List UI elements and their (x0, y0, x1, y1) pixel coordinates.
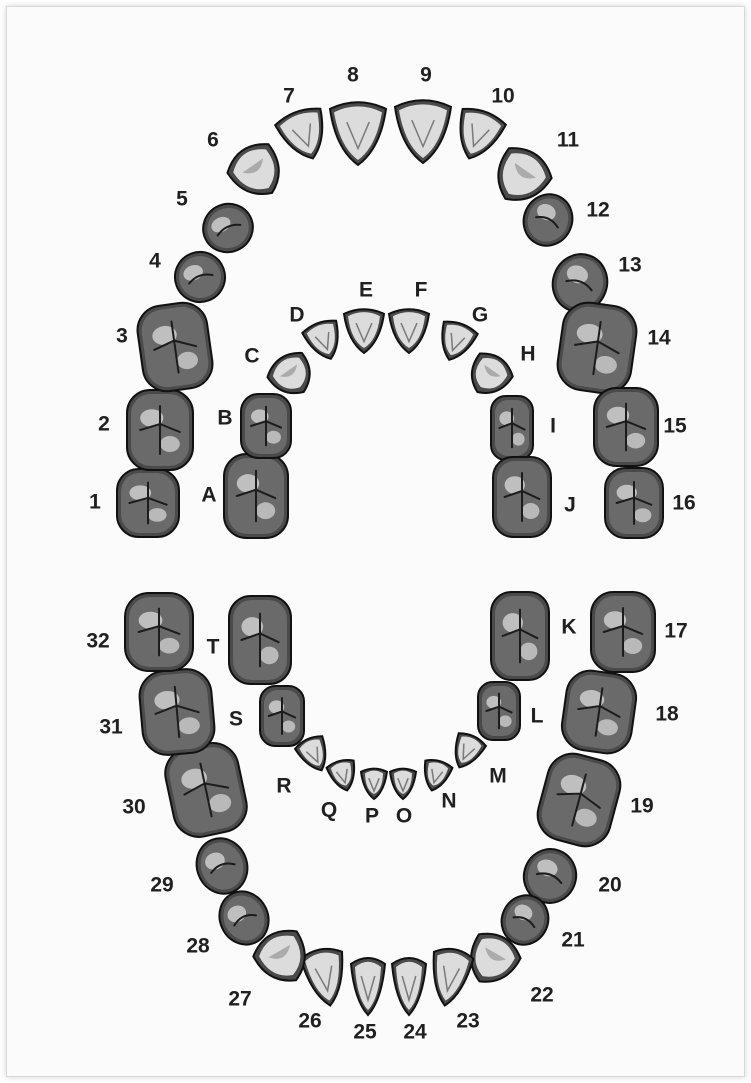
tooth-label-11: 11 (557, 129, 580, 152)
tooth-label-5: 5 (176, 188, 188, 211)
tooth-9 (395, 100, 451, 163)
tooth-o (390, 769, 416, 799)
tooth-label-14: 14 (647, 327, 671, 350)
tooth-label-13: 13 (618, 254, 641, 277)
tooth-label-15: 15 (663, 415, 687, 438)
tooth-f (389, 309, 429, 353)
tooth-label-a: A (201, 484, 216, 507)
tooth-label-c: C (244, 345, 259, 368)
tooth-label-i: I (550, 415, 556, 438)
tooth-label-e: E (359, 279, 373, 302)
tooth-b (241, 394, 291, 458)
tooth-label-23: 23 (456, 1010, 479, 1033)
tooth-label-9: 9 (420, 64, 432, 87)
tooth-label-r: R (276, 775, 291, 798)
tooth-1 (117, 469, 179, 537)
tooth-23 (425, 946, 474, 1009)
tooth-label-8: 8 (347, 64, 359, 87)
tooth-i (491, 396, 533, 460)
tooth-17 (591, 592, 655, 672)
tooth-label-o: O (396, 805, 412, 828)
tooth-label-32: 32 (86, 630, 109, 653)
tooth-18 (559, 668, 639, 757)
tooth-label-s: S (229, 708, 243, 731)
tooth-2 (127, 390, 193, 470)
tooth-label-16: 16 (672, 492, 695, 515)
tooth-label-q: Q (321, 799, 337, 822)
tooth-label-26: 26 (298, 1010, 321, 1033)
tooth-label-25: 25 (353, 1021, 377, 1044)
tooth-label-m: M (489, 765, 507, 788)
tooth-10 (447, 104, 507, 166)
tooth-26 (300, 946, 351, 1009)
tooth-label-h: H (520, 343, 535, 366)
tooth-7 (273, 104, 335, 167)
tooth-e (344, 309, 384, 353)
tooth-label-12: 12 (586, 199, 609, 222)
tooth-label-1: 1 (89, 491, 101, 514)
tooth-label-29: 29 (150, 874, 173, 897)
tooth-15 (594, 388, 658, 466)
tooth-label-n: N (441, 790, 456, 813)
tooth-q (326, 757, 361, 794)
tooth-label-3: 3 (116, 325, 128, 348)
tooth-label-j: J (564, 494, 576, 517)
tooth-5 (195, 196, 261, 261)
tooth-label-28: 28 (186, 935, 210, 958)
tooth-label-24: 24 (403, 1021, 427, 1044)
tooth-31 (137, 667, 216, 757)
tooth-label-d: D (289, 304, 304, 327)
tooth-29 (189, 831, 255, 901)
tooth-label-20: 20 (598, 874, 621, 897)
tooth-label-6: 6 (207, 129, 219, 152)
tooth-label-2: 2 (98, 413, 110, 436)
tooth-t (229, 596, 291, 684)
tooth-label-31: 31 (99, 716, 123, 739)
tooth-label-30: 30 (122, 796, 145, 819)
tooth-19 (532, 748, 626, 852)
tooth-6 (222, 136, 293, 207)
tooth-8 (330, 102, 386, 165)
tooth-label-f: F (415, 279, 428, 302)
tooth-label-10: 10 (491, 85, 514, 108)
tooth-label-t: T (207, 636, 220, 659)
tooth-label-p: P (365, 805, 379, 828)
tooth-s (260, 686, 304, 746)
tooth-label-k: K (561, 616, 576, 639)
tooth-24 (392, 958, 426, 1015)
tooth-25 (351, 958, 385, 1015)
tooth-32 (125, 593, 193, 671)
tooth-label-21: 21 (561, 929, 585, 952)
tooth-d (301, 317, 348, 365)
tooth-4 (168, 245, 232, 309)
tooth-j (493, 457, 551, 537)
tooth-label-17: 17 (664, 620, 687, 643)
tooth-label-27: 27 (228, 988, 251, 1011)
tooth-p (361, 769, 387, 799)
tooth-label-18: 18 (655, 703, 679, 726)
tooth-a (224, 454, 288, 538)
tooth-14 (554, 299, 640, 396)
tooth-3 (134, 300, 215, 395)
tooth-label-l: L (531, 705, 544, 728)
tooth-label-22: 22 (530, 984, 553, 1007)
tooth-label-7: 7 (283, 85, 295, 108)
tooth-label-b: B (217, 407, 232, 430)
tooth-label-g: G (472, 304, 488, 327)
tooth-k (491, 592, 549, 680)
tooth-label-19: 19 (630, 795, 653, 818)
tooth-l (478, 682, 520, 740)
tooth-16 (605, 468, 663, 538)
tooth-label-4: 4 (149, 250, 161, 273)
